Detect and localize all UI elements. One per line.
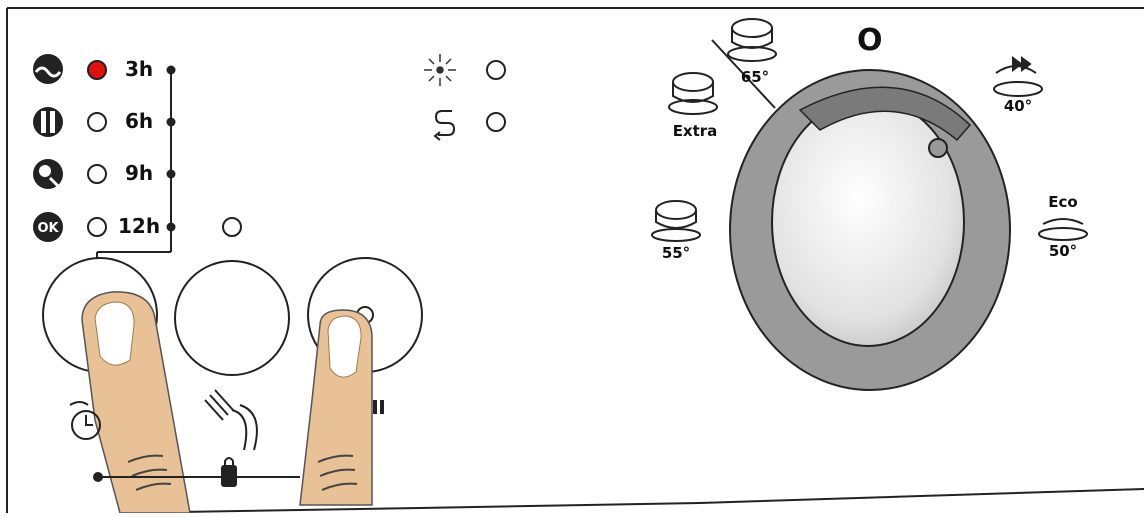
ok-icon: OK bbox=[33, 212, 63, 242]
start-pause-icon bbox=[373, 400, 384, 414]
program-dial[interactable] bbox=[730, 70, 1010, 390]
rinse-aid-icon bbox=[424, 54, 456, 86]
finger-illustration-right bbox=[300, 310, 372, 505]
program-eco-50-label: 50° bbox=[1043, 244, 1083, 259]
program-extra-label: Extra bbox=[665, 124, 725, 139]
quick-wash-icon bbox=[994, 58, 1042, 96]
delay-option-9h-label: 9h bbox=[125, 163, 153, 183]
half-load-icon bbox=[205, 390, 257, 450]
dial-pointer bbox=[929, 139, 947, 157]
salt-refill-icon bbox=[435, 111, 454, 140]
led-6h bbox=[88, 113, 106, 131]
half-load-button[interactable] bbox=[175, 261, 289, 375]
dial-off-label: O bbox=[857, 26, 883, 56]
delay-option-12h-label: 12h bbox=[118, 216, 160, 236]
led-9h bbox=[88, 165, 106, 183]
glass-icon bbox=[33, 107, 63, 137]
normal-wash-icon bbox=[652, 201, 700, 241]
intensive-icon bbox=[728, 19, 776, 61]
led-salt-refill bbox=[487, 113, 505, 131]
program-eco-top-label: Eco bbox=[1043, 195, 1083, 210]
program-55-label: 55° bbox=[656, 246, 696, 261]
steam-icon bbox=[33, 54, 63, 84]
delay-option-3h-label: 3h bbox=[125, 59, 153, 79]
pan-icon bbox=[33, 159, 63, 189]
led-half-load bbox=[223, 218, 241, 236]
eco-wash-icon bbox=[1039, 219, 1087, 240]
svg-text:OK: OK bbox=[37, 221, 59, 236]
program-40-label: 40° bbox=[998, 99, 1038, 114]
program-65-label: 65° bbox=[735, 70, 775, 85]
led-3h bbox=[88, 61, 106, 79]
delay-option-6h-label: 6h bbox=[125, 111, 153, 131]
extra-wash-icon bbox=[669, 73, 717, 114]
led-rinse-aid bbox=[487, 61, 505, 79]
led-12h bbox=[88, 218, 106, 236]
